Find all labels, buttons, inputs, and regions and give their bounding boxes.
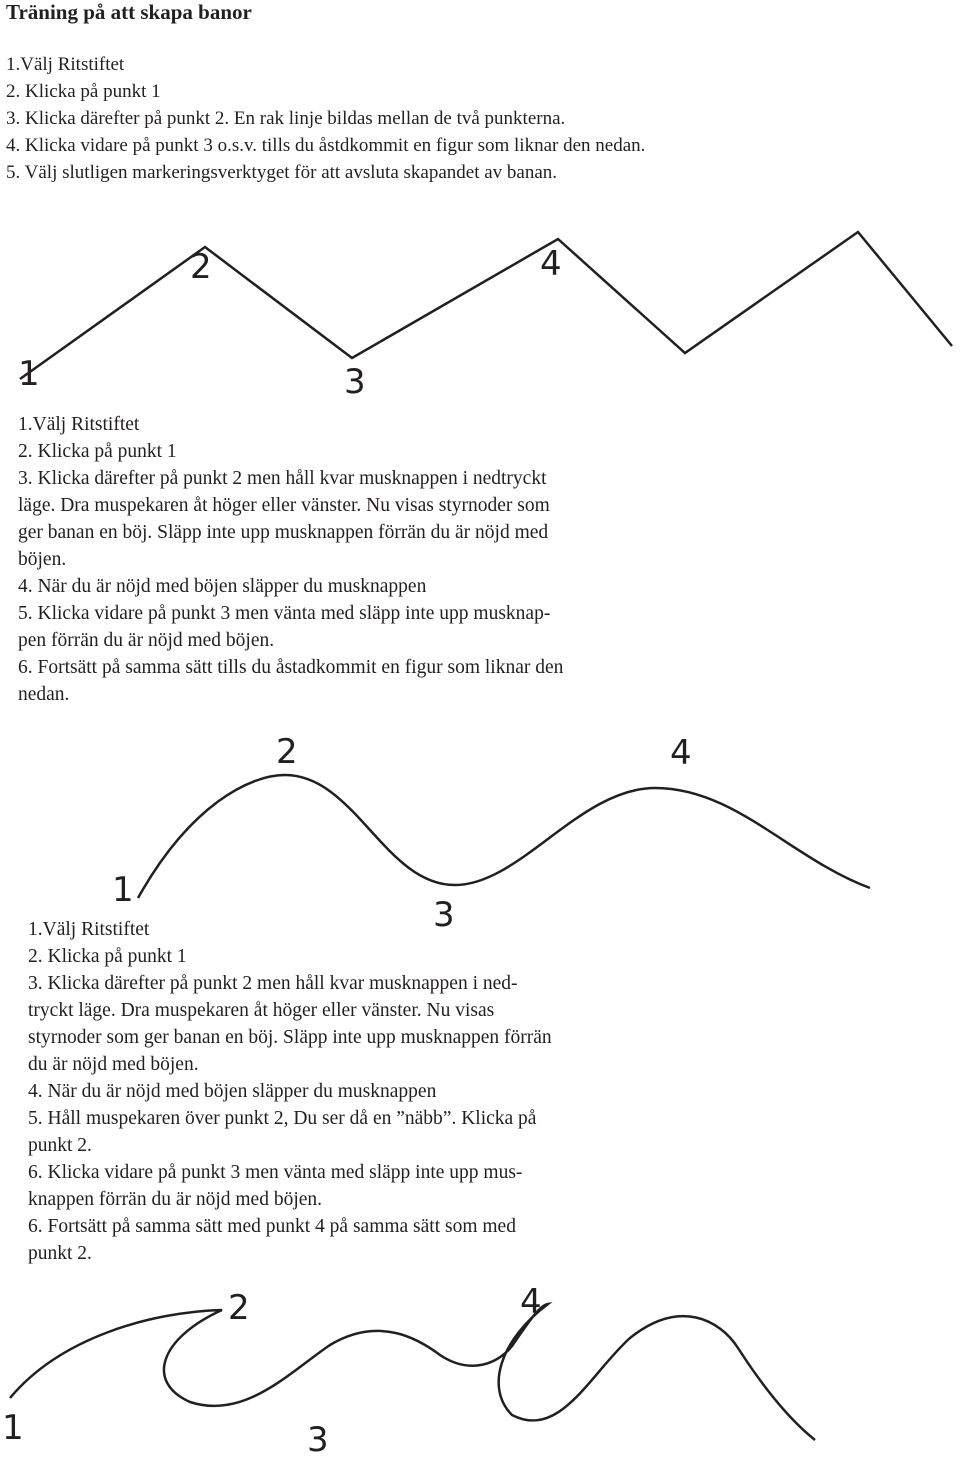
instruction-line: 6. Fortsätt på samma sätt tills du åstad… [18, 657, 564, 678]
instruction-line: du är nöjd med böjen. [28, 1054, 199, 1075]
page-title: Träning på att skapa banor [6, 0, 252, 24]
cusp-path-figure [9, 1302, 816, 1441]
zigzag-path [19, 230, 953, 381]
instruction-line: 1.Välj Ritstiftet [6, 54, 125, 75]
instruction-line: nedan. [18, 684, 70, 705]
instruction-line: 4. Klicka vidare på punkt 3 o.s.v. tills… [6, 135, 646, 156]
instruction-line: 2. Klicka på punkt 1 [6, 81, 161, 102]
instruction-line: 5. Klicka vidare på punkt 3 men vänta me… [18, 603, 551, 624]
instruction-line: 3. Klicka därefter på punkt 2 men håll k… [28, 973, 518, 994]
instructions-curved-path: 1.Välj Ritstiftet 2. Klicka på punkt 1 3… [18, 411, 563, 708]
instruction-line: 1.Välj Ritstiftet [28, 919, 150, 940]
zigzag-path-figure [19, 230, 953, 381]
figure3-label-point-4: 4 [520, 1282, 542, 1322]
instruction-line: 4. När du är nöjd med böjen släpper du m… [18, 576, 427, 597]
figure1-label-point-1: 1 [18, 354, 40, 394]
cusp-path [9, 1302, 816, 1441]
wave-path [136, 773, 871, 899]
instruction-line: 6. Klicka vidare på punkt 3 men vänta me… [28, 1162, 523, 1183]
instruction-line: pen förrän du är nöjd med böjen. [18, 630, 275, 651]
figure1-label-point-4: 4 [540, 244, 562, 284]
figure2-label-point-1: 1 [112, 870, 134, 910]
figure3-label-point-2: 2 [228, 1288, 250, 1328]
figure3-label-point-3: 3 [307, 1420, 329, 1460]
instruction-line: 2. Klicka på punkt 1 [18, 441, 177, 462]
figure2-label-point-3: 3 [433, 895, 455, 935]
instructions-straight-path: 1.Välj Ritstiftet 2. Klicka på punkt 1 3… [6, 51, 645, 186]
instruction-line: styrnoder som ger banan en böj. Släpp in… [28, 1027, 552, 1048]
wave-path-figure [136, 773, 871, 899]
instruction-line: 2. Klicka på punkt 1 [28, 946, 187, 967]
figure1-label-point-2: 2 [190, 247, 212, 287]
instruction-line: knappen förrän du är nöjd med böjen. [28, 1189, 323, 1210]
instruction-line: ger banan en böj. Släpp inte upp musknap… [18, 522, 549, 543]
instruction-line: 4. När du är nöjd med böjen släpper du m… [28, 1081, 437, 1102]
figure3-label-point-1: 1 [2, 1408, 24, 1448]
instruction-line: punkt 2. [28, 1243, 92, 1264]
figure1-label-point-3: 3 [344, 362, 366, 402]
instruction-line: punkt 2. [28, 1135, 92, 1156]
instruction-line: läge. Dra muspekaren åt höger eller väns… [18, 495, 550, 516]
figure2-label-point-4: 4 [670, 733, 692, 773]
instruction-line: böjen. [18, 549, 67, 570]
instruction-line: tryckt läge. Dra muspekaren åt höger ell… [28, 1000, 495, 1021]
instruction-line: 3. Klicka därefter på punkt 2. En rak li… [6, 108, 566, 129]
instructions-cusp-path: 1.Välj Ritstiftet 2. Klicka på punkt 1 3… [28, 916, 552, 1267]
figure2-label-point-2: 2 [276, 732, 298, 772]
instruction-line: 5. Håll muspekaren över punkt 2, Du ser … [28, 1108, 537, 1129]
instruction-line: 5. Välj slutligen markeringsverktyget fö… [6, 162, 558, 183]
instruction-line: 3. Klicka därefter på punkt 2 men håll k… [18, 468, 547, 489]
instruction-line: 6. Fortsätt på samma sätt med punkt 4 på… [28, 1216, 516, 1237]
instruction-line: 1.Välj Ritstiftet [18, 414, 140, 435]
